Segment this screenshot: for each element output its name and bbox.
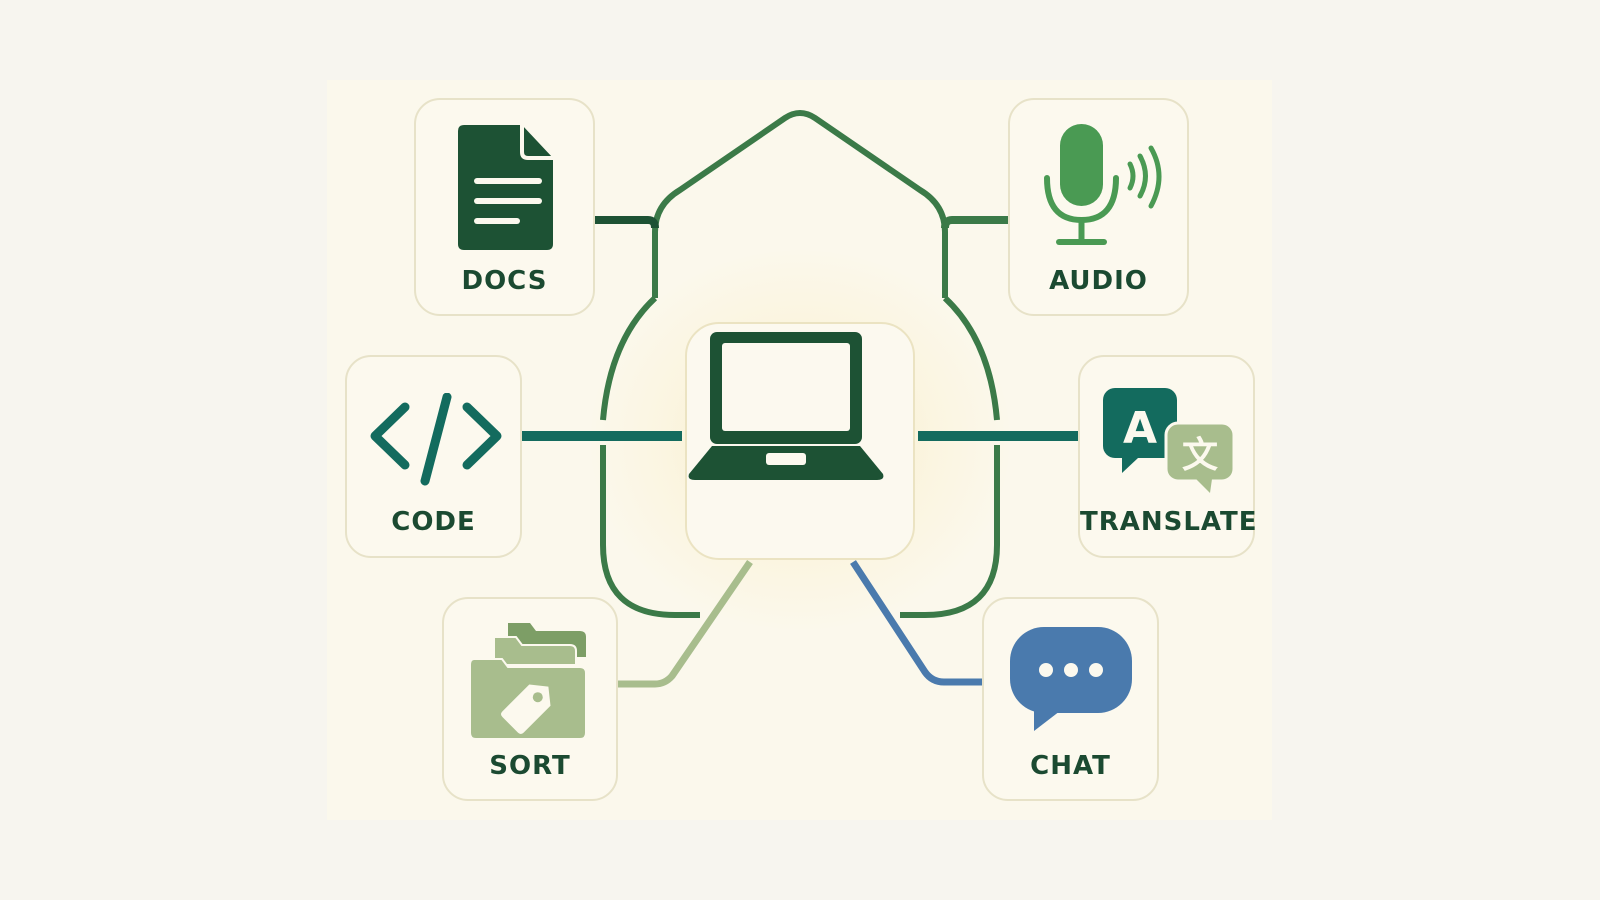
- node-audio[interactable]: AUDIO: [1008, 98, 1189, 316]
- node-sort[interactable]: SORT: [442, 597, 618, 801]
- link-sort: [618, 560, 753, 688]
- svg-text:A: A: [1123, 403, 1157, 454]
- node-docs[interactable]: DOCS: [414, 98, 595, 316]
- node-audio-label: AUDIO: [1049, 266, 1148, 296]
- svg-text:文: 文: [1182, 435, 1218, 476]
- link-chat: [850, 560, 982, 686]
- node-docs-label: DOCS: [461, 266, 548, 296]
- link-top-loop: [652, 110, 948, 298]
- link-docs: [595, 216, 659, 229]
- link-right-shoulder: [942, 295, 1000, 421]
- node-code[interactable]: CODE: [345, 355, 522, 558]
- tagged-folders-icon: [469, 623, 587, 740]
- link-audio: [941, 216, 1008, 229]
- link-left-shoulder: [600, 295, 658, 421]
- node-chat-label: CHAT: [1030, 751, 1111, 781]
- code-brackets-icon: [370, 393, 502, 486]
- microphone-icon: [1044, 124, 1162, 245]
- hub-laptop-card: [685, 322, 915, 560]
- link-right-loop: [900, 445, 1000, 618]
- node-translate-label: TRANSLATE: [1080, 507, 1258, 537]
- chat-bubble-icon: [1010, 627, 1132, 731]
- node-chat[interactable]: CHAT: [982, 597, 1159, 801]
- laptop-icon: [688, 332, 884, 480]
- node-translate[interactable]: A 文 TRANSLATE: [1078, 355, 1258, 558]
- document-icon: [458, 125, 553, 250]
- translate-icon: A 文: [1103, 388, 1236, 493]
- link-left-loop: [600, 445, 700, 618]
- node-sort-label: SORT: [489, 751, 571, 781]
- node-code-label: CODE: [391, 507, 476, 537]
